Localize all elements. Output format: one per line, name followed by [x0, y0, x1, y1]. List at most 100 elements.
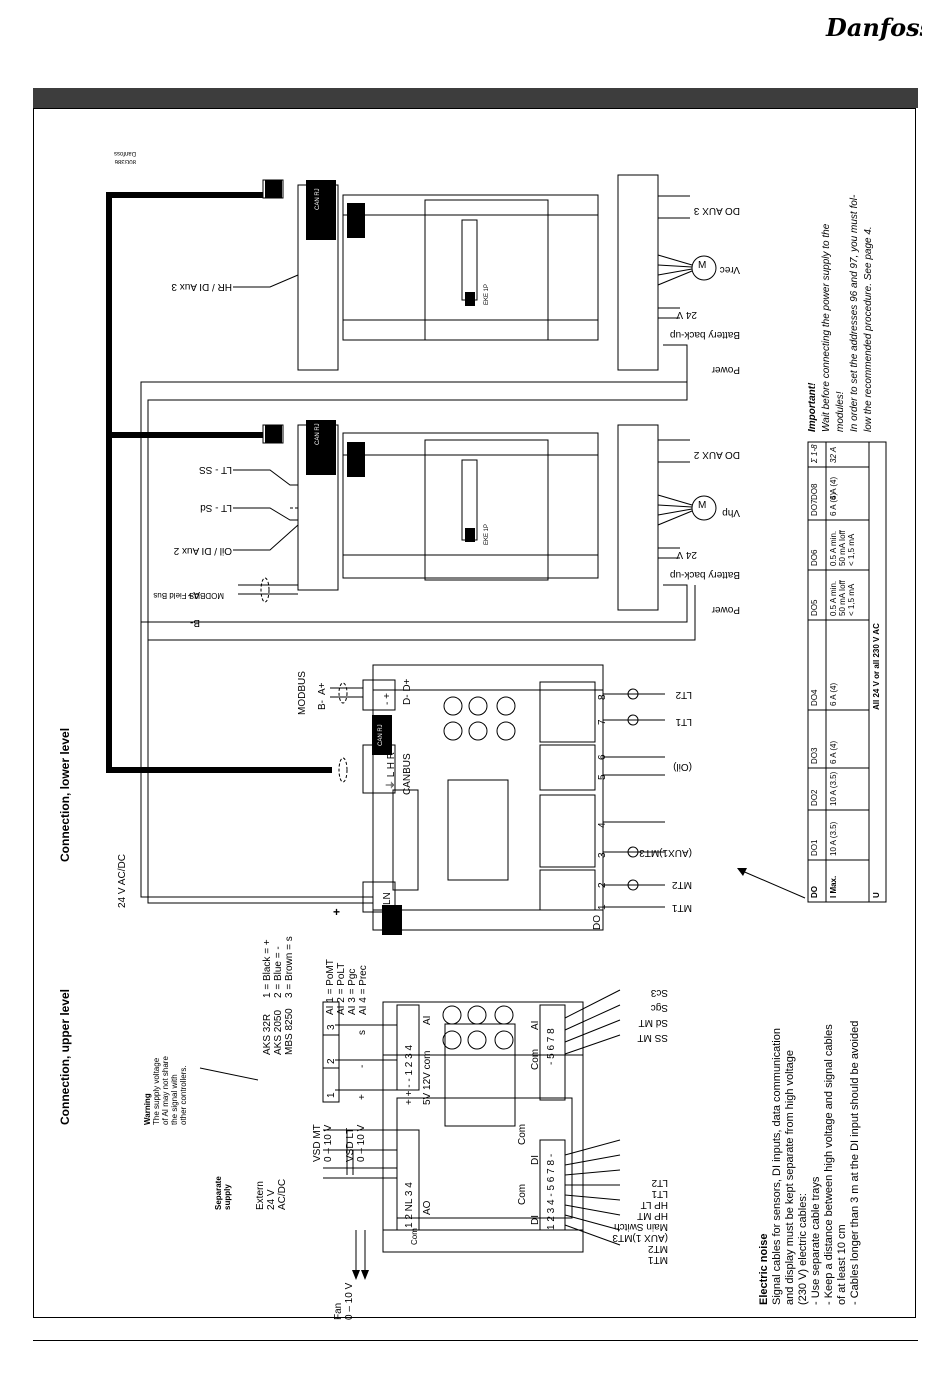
- mid-output-24v: 24 V: [676, 549, 697, 560]
- do-sig-aux1-mt3: (AUX1)MT3: [639, 847, 692, 858]
- warning-note: Warning The supply voltage of AI may not…: [143, 1056, 188, 1125]
- modbus-terminals: - +: [382, 693, 393, 705]
- tbl-imax-do4: 6 A (4): [829, 682, 838, 706]
- do-label: DO: [592, 915, 603, 930]
- ai-signal-list: SS MT Sd MT Sgc Sc3: [637, 987, 668, 1043]
- electric-noise-title: Electric noise: [758, 1233, 770, 1305]
- tbl-h-do5: DO5: [810, 599, 819, 616]
- tbl-h-do6: DO6: [810, 549, 819, 566]
- di-com-1: Com: [517, 1183, 528, 1205]
- mid-input-lt-ss: LT - SS: [199, 464, 232, 475]
- do-3: 3: [597, 852, 608, 858]
- sig-minus: -: [357, 1064, 368, 1068]
- ai2-terminals: - 5 6 7 8: [546, 1028, 557, 1065]
- top-output-vrec: Vrec: [719, 264, 740, 275]
- sig-s: s: [357, 1030, 368, 1035]
- motor-mid: M: [698, 500, 707, 511]
- eke-module-top: [342, 194, 599, 341]
- tbl-h-do: DO: [810, 886, 819, 898]
- top-output-24v: 24 V: [676, 309, 697, 320]
- mid-input-oil: Oil / DI Aux 2: [173, 545, 232, 556]
- supply-label: 5V 12V com: [422, 1050, 433, 1105]
- electric-noise-note: Electric noise Signal cables for sensors…: [758, 1020, 861, 1305]
- ai-terminals: + + - - 1 2 3 4: [404, 1044, 415, 1105]
- diagram-frame: [33, 108, 916, 1318]
- tbl-h-sum: Σ 1-8: [810, 444, 819, 463]
- motor-top: M: [698, 260, 707, 271]
- sig-plus: +: [357, 1094, 368, 1100]
- top-output-battery: Battery back-up: [669, 329, 740, 340]
- footer-line: [33, 1340, 918, 1341]
- di-label-1: DI: [530, 1215, 541, 1225]
- modbus-a-plus: A+: [317, 682, 328, 695]
- ln-terminal: LN: [382, 892, 393, 905]
- eke-name-mid: EKE 1P: [484, 523, 490, 545]
- do-sig-oil: (Oil): [673, 761, 692, 772]
- modbus-b-minus: B-: [317, 700, 328, 710]
- sensor-pin-3: 3: [326, 1024, 337, 1030]
- heading-lower-level: Connection, lower level: [58, 727, 72, 862]
- tbl-h-do7: DO7: [810, 499, 819, 516]
- do-4: 4: [597, 822, 608, 828]
- tbl-imax-do6: 0.5 A min. 50 mA Ioff < 1,5 mA: [829, 530, 856, 566]
- doc-code: 80G386 Danfoss: [113, 150, 136, 164]
- danfoss-logo: Danfoss: [822, 6, 934, 52]
- upper-controller-body: [382, 1001, 584, 1253]
- header-bar: [33, 88, 918, 108]
- ao-label: AO: [422, 1200, 433, 1215]
- ai2-label: AI: [530, 1020, 541, 1030]
- logo-text: Danfoss: [825, 13, 922, 42]
- do-sig-mt1: MT1: [672, 902, 692, 913]
- can-rj-mid-label: CAN RJ: [315, 423, 321, 445]
- mid-input-lt-sd: LT - Sd: [200, 502, 232, 513]
- tbl-h-do8: DO8: [810, 483, 819, 500]
- tbl-h-do2: DO2: [810, 789, 819, 806]
- tbl-u-value: All 24 V or all 230 V AC: [872, 623, 881, 710]
- dd-terminals: D- D+: [402, 678, 413, 705]
- tbl-h-do1: DO1: [810, 839, 819, 856]
- di-label-2: DI: [530, 1155, 541, 1165]
- modbus-label: MODBUS: [297, 671, 308, 715]
- important-title: Important!: [807, 382, 818, 432]
- sensor-pin-1: 1: [326, 1092, 337, 1098]
- canbus-label: CANBUS: [402, 753, 413, 795]
- tbl-imax-do8: 6 A (4): [829, 476, 838, 500]
- do-5: 5: [597, 774, 608, 780]
- tbl-imax-do3: 6 A (4): [829, 740, 838, 764]
- tbl-imax-do5: 0.5 A min. 50 mA Ioff < 1,5 mA: [829, 580, 856, 616]
- mid-output-do-aux2: DO AUX 2: [693, 449, 740, 460]
- heading-upper-level: Connection, upper level: [58, 988, 72, 1125]
- modbus-field-label: MODBUS Field Bus: [153, 591, 224, 600]
- eke-name-top: EKE 1P: [484, 283, 490, 305]
- ao-com-label: Com: [410, 1228, 419, 1245]
- do-2: 2: [597, 882, 608, 888]
- ai-label: AI: [422, 1015, 433, 1025]
- tbl-imax-sum: 32 A: [829, 446, 838, 463]
- mid-output-vhp: Vhp: [722, 507, 740, 518]
- top-output-power: Power: [711, 364, 740, 375]
- do-1: 1: [597, 904, 608, 910]
- can-rj-top-label: CAN RJ: [315, 188, 321, 210]
- eke-module-mid: [342, 432, 599, 579]
- ao-terminals: 1 2 NL 3 4: [404, 1182, 415, 1228]
- do-7: 7: [597, 719, 608, 725]
- do-sig-lt1: LT1: [675, 716, 693, 727]
- do-sig-lt2: LT2: [675, 689, 693, 700]
- tbl-h-do4: DO4: [810, 689, 819, 706]
- supply-24v-label: 24 V AC/DC: [117, 854, 128, 908]
- do-sig-mt2: MT2: [672, 879, 692, 890]
- modbus-field-b: B-: [190, 617, 200, 628]
- tbl-imax-do2: 10 A (3.5): [829, 771, 838, 806]
- mid-output-power: Power: [711, 604, 740, 615]
- do-8: 8: [597, 694, 608, 700]
- sensor-pin-colors: 1 = Black = +2 = Blue = -3 = Brown = s: [262, 936, 295, 998]
- top-input-hr: HR / DI Aux 3: [171, 281, 232, 292]
- can-rj-top: [306, 180, 336, 240]
